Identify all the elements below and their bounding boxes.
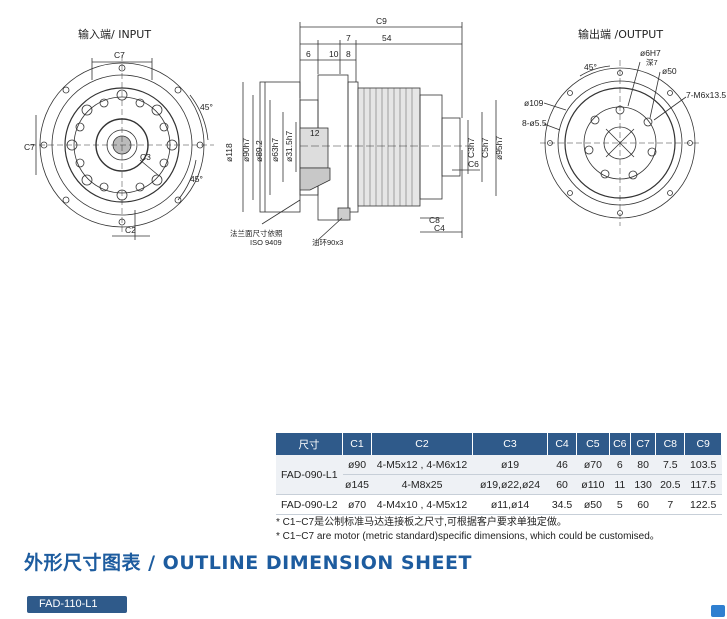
cell-c1: ø145: [342, 474, 372, 495]
table-row: ø145 4-M8x25 ø19,ø22,ø24 60 ø110 11 130 …: [276, 474, 722, 495]
dim-109: ø109: [524, 98, 544, 108]
cell-c4: 46: [547, 455, 577, 475]
dim-c7-side: C7: [24, 142, 35, 152]
header-c7: C7: [630, 433, 657, 455]
dim-c8: C8: [429, 215, 440, 225]
table-header-row: 尺寸 C1 C2 C3 C4 C5 C6 C7 C8 C9: [276, 433, 722, 455]
dim-holes: 8-ø5.5: [522, 118, 547, 128]
dim-89: ø89.2: [254, 140, 264, 162]
cell-c5: ø50: [576, 494, 610, 515]
dim-c4: C4: [434, 223, 445, 233]
header-c8: C8: [655, 433, 686, 455]
cell-c8: 7.5: [655, 455, 685, 475]
cell-c2: 4-M5x12 , 4-M6x12: [371, 455, 473, 475]
dim-50: ø50: [662, 66, 677, 76]
cell-c3: ø19: [472, 455, 548, 475]
dim-90h7: ø90h7: [241, 138, 251, 162]
cell-c6: 11: [609, 474, 631, 495]
cell-c6: 6: [609, 455, 631, 475]
cell-c4: 34.5: [547, 494, 577, 515]
cell-c9: 103.5: [684, 455, 722, 475]
header-size: 尺寸: [276, 433, 343, 455]
dim-8: 8: [346, 49, 351, 59]
cell-c7: 60: [630, 494, 656, 515]
header-c3: C3: [472, 433, 548, 455]
flange-note-2: ISO 9409: [250, 238, 282, 247]
cell-c5: ø110: [576, 474, 610, 495]
cell-c8: 20.5: [655, 474, 685, 495]
flange-note-1: 法兰面尺寸依照: [230, 228, 283, 238]
cell-c4: 60: [547, 474, 577, 495]
header-c6: C6: [609, 433, 631, 455]
side-section-view: [242, 22, 497, 241]
dim-angle-b: 45°: [190, 174, 203, 184]
dim-31: ø31.5h7: [284, 131, 294, 162]
dim-54: 54: [382, 33, 392, 43]
input-flange-view: [30, 55, 214, 240]
note-cn: * C1~C7是公制标准马达连接板之尺寸,可根据客户要求单独定做。: [276, 517, 567, 528]
input-view-title: 输入端/ INPUT: [78, 28, 152, 41]
dim-angle-a: 45°: [200, 102, 213, 112]
dim-c6: C6: [468, 159, 479, 169]
dimension-table: 尺寸 C1 C2 C3 C4 C5 C6 C7 C8 C9 FAD-090-L1…: [276, 433, 722, 515]
cell-c6: 5: [609, 494, 631, 515]
model-badge: FAD-110-L1: [27, 596, 127, 613]
corner-tab-icon: [711, 605, 725, 617]
cell-c2: 4-M8x25: [371, 474, 473, 495]
table-notes: * C1~C7是公制标准马达连接板之尺寸,可根据客户要求单独定做。 * C1~C…: [276, 516, 660, 544]
cell-c2: 4-M4x10 , 4-M5x12: [371, 494, 473, 515]
cell-c1: ø70: [342, 494, 372, 515]
oil-ring-note: 油环90x3: [312, 237, 343, 247]
cell-c5: ø70: [576, 455, 610, 475]
header-c9: C9: [684, 433, 722, 455]
cell-c7: 130: [630, 474, 656, 495]
dim-c2: C2: [125, 225, 136, 235]
output-view-title: 输出端 /OUTPUT: [578, 28, 664, 41]
table-row: FAD-090-L2 ø70 4-M4x10 , 4-M5x12 ø11,ø14…: [276, 494, 722, 515]
sheet-title: 外形尺寸图表 / OUTLINE DIMENSION SHEET: [24, 552, 472, 574]
header-c2: C2: [371, 433, 473, 455]
dim-c7-top: C7: [114, 50, 125, 60]
cell-c8: 7: [655, 494, 685, 515]
cell-c1: ø90: [342, 455, 372, 475]
cell-c9: 117.5: [684, 474, 722, 495]
dim-depth: 深7: [646, 58, 658, 67]
dim-6h7: ø6H7: [640, 48, 661, 58]
dim-10: 10: [329, 49, 339, 59]
dim-output-angle: 45°: [584, 62, 597, 72]
cell-model: FAD-090-L2: [276, 494, 343, 515]
dim-12: 12: [310, 128, 320, 138]
technical-drawing: C7 C7 C2 C3 45° 45° C9 6 10 8 54 7 12 C8…: [24, 16, 726, 247]
cell-c3: ø19,ø22,ø24: [472, 474, 548, 495]
dim-6: 6: [306, 49, 311, 59]
cell-c7: 80: [630, 455, 656, 475]
dim-c3h7: C3h7: [466, 137, 476, 158]
dim-7: 7: [346, 33, 351, 43]
dim-thread: 7-M6x13.5: [686, 90, 726, 100]
header-c4: C4: [547, 433, 578, 455]
dim-c9: C9: [376, 16, 387, 26]
dim-63h7: ø63h7: [270, 138, 280, 162]
table-row: FAD-090-L1 ø90 4-M5x12 , 4-M6x12 ø19 46 …: [276, 455, 722, 495]
header-c1: C1: [342, 433, 372, 455]
header-c5: C5: [576, 433, 610, 455]
dim-95h7: ø95h7: [494, 136, 504, 160]
dim-118: ø118: [224, 143, 234, 162]
dim-c3: C3: [140, 152, 151, 162]
dim-c5h7: C5h7: [480, 137, 490, 158]
cell-model: FAD-090-L1: [276, 455, 343, 495]
cell-c9: 122.5: [684, 494, 722, 515]
cell-c3: ø11,ø14: [472, 494, 548, 515]
output-flange-view: [540, 60, 700, 226]
note-en: * C1~C7 are motor (metric standard)speci…: [276, 531, 660, 542]
